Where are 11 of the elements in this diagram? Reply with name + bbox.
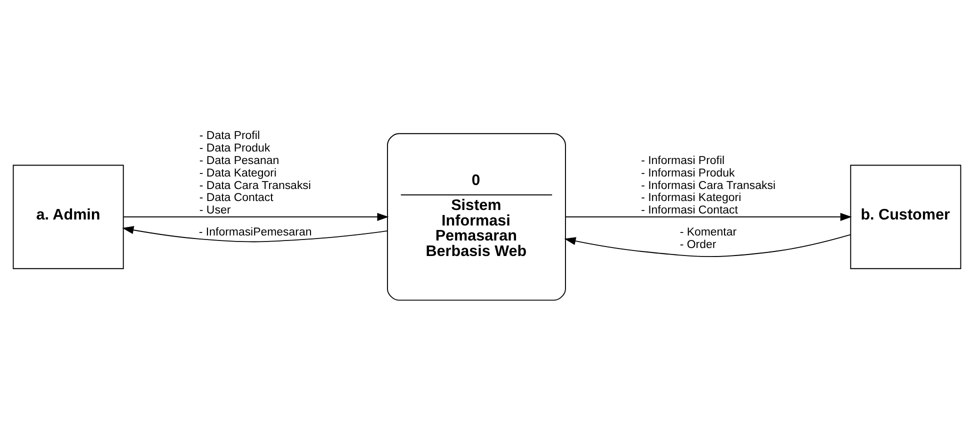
- arrow: [123, 212, 389, 221]
- node-box: a. Admin: [12, 164, 124, 270]
- edge-label: - Komentar - Order: [680, 226, 737, 252]
- arrow: [122, 226, 388, 242]
- arrow: [565, 212, 852, 221]
- edge-label: - InformasiPemesaran: [198, 226, 312, 239]
- arrow: [564, 234, 851, 258]
- edge-label: - Data Profil - Data Produk - Data Pesanan - Data Kategori - Data Cara Transaksi - Data Contact - User: [199, 130, 311, 217]
- node-box: b. Customer: [850, 164, 962, 270]
- edge-label: - Informasi Profil - Informasi Produk - Informasi Cara Transaksi - Informasi Kategori - Informasi Contact: [641, 154, 776, 217]
- node-box: 0 Sistem Informasi Pemasaran Berbasis Web: [387, 133, 566, 301]
